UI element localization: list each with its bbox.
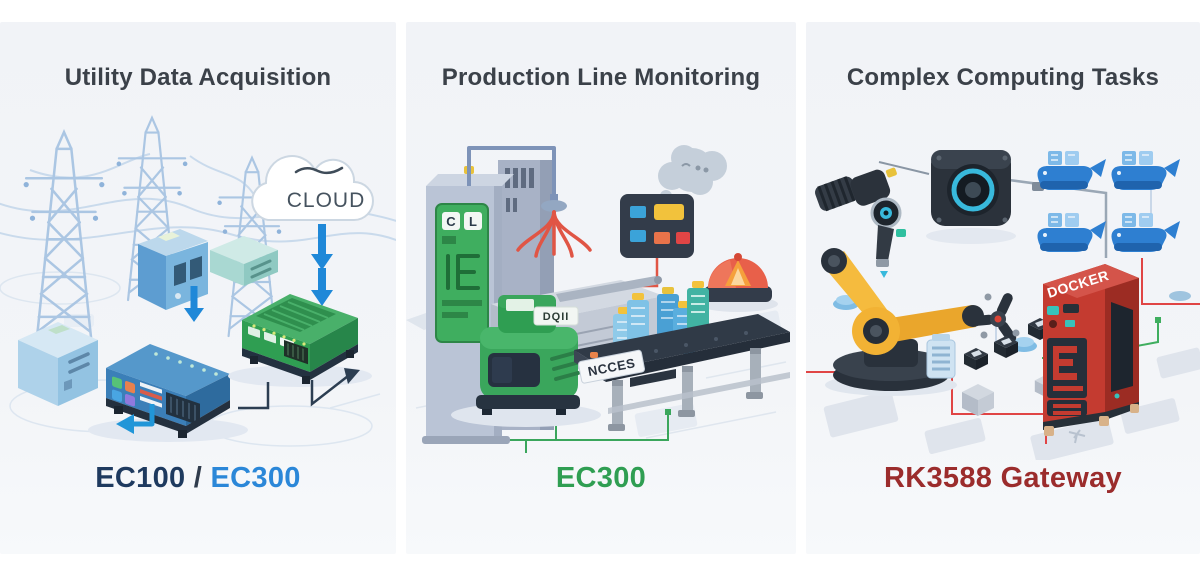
- conveyor-belt: NCCES: [574, 314, 790, 431]
- label-separator: /: [185, 462, 211, 494]
- panel-title: Utility Data Acquisition: [64, 64, 332, 91]
- sensor-pipe: [467, 146, 592, 258]
- green-compressor-machine: DQII: [451, 295, 601, 427]
- panel-title: Production Line Monitoring: [441, 64, 761, 91]
- transmission-tower: [22, 130, 106, 342]
- product-ec300: EC300: [210, 462, 301, 494]
- docker-whale-icon: [1037, 213, 1106, 252]
- production-illustration: C L: [406, 145, 790, 453]
- panel-production-line-monitoring: Production Line Monitoring: [406, 22, 796, 554]
- docker-whale-icon: [1037, 151, 1106, 190]
- docker-tower: DOCKER: [1043, 264, 1139, 436]
- cloud-label: CLOUD: [287, 189, 366, 212]
- computing-illustration: DOCKER: [806, 150, 1200, 460]
- meter-cube: [18, 322, 98, 406]
- product-label: RK3588 Gateway: [806, 462, 1200, 495]
- robot-arm: [821, 248, 1020, 396]
- panel-title: Complex Computing Tasks: [846, 64, 1160, 91]
- screen-char-1: C: [446, 214, 456, 229]
- laser-spray: [516, 210, 592, 258]
- product-rk3588: RK3588 Gateway: [884, 462, 1122, 494]
- utility-illustration: CLOUD: [0, 116, 396, 447]
- product-label: EC300: [406, 462, 796, 495]
- control-cabinet-cube: [138, 229, 208, 310]
- cube-camera: [878, 150, 1016, 244]
- screen-char-2: L: [469, 214, 477, 229]
- ec300-device: [228, 294, 372, 387]
- product-ec300: EC300: [555, 462, 647, 494]
- docker-whale-icon: [1111, 213, 1180, 252]
- ec100-device: [88, 344, 248, 442]
- product-label: EC100 / EC300: [0, 462, 396, 495]
- inspection-camera-arm: [815, 167, 906, 278]
- cloud-icon: CLOUD: [251, 155, 374, 221]
- docker-whale-icon: [1111, 151, 1180, 190]
- product-ec100: EC100: [95, 462, 186, 494]
- battery-box: [210, 236, 278, 286]
- panel-utility-data-acquisition: Utility Data Acquisition: [0, 22, 396, 554]
- conveyor-label-plate: NCCES: [578, 349, 646, 384]
- mini-server-cube: [926, 334, 956, 379]
- down-arrow-icon: [184, 286, 204, 322]
- panel-complex-computing-tasks: Complex Computing Tasks: [806, 22, 1200, 554]
- machine-display: DQII: [543, 311, 570, 323]
- industrial-ethernet-glyph: [446, 254, 480, 290]
- docker-whale-icons: [1037, 151, 1180, 252]
- cloud-download-arrow: [311, 224, 333, 306]
- cabinet-screen: C L: [435, 203, 489, 343]
- data-flow-connectors: [238, 368, 360, 410]
- return-arrow: [116, 404, 155, 434]
- alarm-siren: [698, 253, 778, 312]
- gripper: [970, 293, 1020, 343]
- server-stacks-on-belt: [613, 281, 709, 360]
- gray-cubes: [962, 374, 1058, 416]
